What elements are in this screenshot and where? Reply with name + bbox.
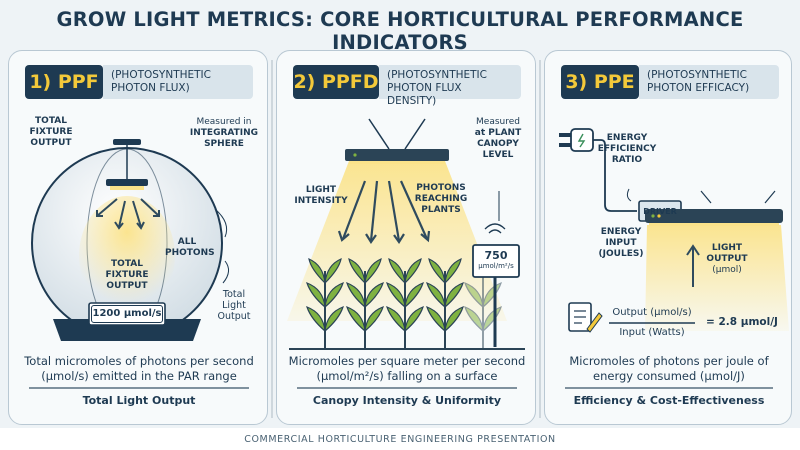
lamp-fixture-icon [106, 179, 148, 190]
document-pencil-icon [568, 302, 603, 333]
ppe-input-label: ENERGY INPUT (JOULES) [598, 227, 644, 259]
ppf-subtitle: (PHOTOSYNTHETIC PHOTON FLUX) [103, 65, 253, 99]
ppf-total-fixture-label: TOTAL FIXTURE OUTPUT [29, 116, 73, 148]
lamp-fixture-icon [645, 209, 783, 226]
sensor-meter-icon [472, 244, 520, 347]
ppe-divider [565, 387, 773, 389]
ppfd-divider [297, 387, 517, 389]
plant-icon [306, 257, 502, 349]
ppe-illustration [559, 128, 789, 333]
panel-divider-2 [539, 60, 541, 418]
ppe-denominator: Input (Watts) [619, 327, 685, 338]
ppfd-illustration [287, 118, 525, 350]
ppe-ratio-label: ENERGY EFFICIENCY RATIO [597, 133, 657, 165]
ppe-description: Micromoles of photons per joule of energ… [569, 354, 769, 383]
ppfd-badge: 2) PPFD [293, 65, 379, 99]
ppfd-description: Micromoles per square meter per second (… [288, 354, 526, 383]
ppfd-subtitle: (PHOTOSYNTHETIC PHOTON FLUX DENSITY) [379, 65, 521, 107]
ppf-badge: 1) PPF [25, 65, 103, 99]
ppe-result: = 2.8 μmol/J [706, 316, 778, 328]
ppfd-measured-label: Measured at PLANT CANOPY LEVEL [474, 117, 522, 160]
ppe-badge: 3) PPE [561, 65, 639, 99]
ppf-divider [29, 387, 249, 389]
power-plug-icon [559, 128, 637, 212]
panel-ppe: 3) PPE (PHOTOSYNTHETIC PHOTON EFFICACY) [544, 50, 792, 425]
integrating-sphere-icon [31, 139, 229, 341]
panel-ppfd: 2) PPFD (PHOTOSYNTHETIC PHOTON FLUX DENS… [276, 50, 536, 425]
ppf-all-photons-label: ALL PHOTONS [165, 237, 215, 258]
ppf-measured-label: Measured in INTEGRATING SPHERE [189, 117, 259, 149]
ppfd-readout: 750 μmol/m²/s [478, 249, 514, 270]
ppe-subtitle: (PHOTOSYNTHETIC PHOTON EFFICACY) [639, 65, 779, 99]
panel-divider-1 [271, 60, 273, 418]
wifi-icon [484, 223, 506, 234]
footer-bar [0, 428, 800, 450]
ppf-readout: 1200 μmol/s [91, 305, 163, 323]
panel-ppf: 1) PPF (PHOTOSYNTHETIC PHOTON FLUX) [8, 50, 268, 425]
ppf-side-label: Total Light Output [217, 289, 251, 322]
footer-text: COMMERCIAL HORTICULTURE ENGINEERING PRES… [244, 434, 556, 445]
ppe-summary: Efficiency & Cost-Effectiveness [573, 394, 765, 407]
ppf-summary: Total Light Output [82, 394, 196, 407]
page-title: GROW LIGHT METRICS: CORE HORTICULTURAL P… [56, 8, 744, 54]
ppe-driver-label: DRIVER [643, 207, 677, 216]
ppf-inner-output-label: TOTAL FIXTURE OUTPUT [105, 259, 149, 291]
ppfd-summary: Canopy Intensity & Uniformity [312, 394, 502, 407]
ppe-numerator: Output (μmol/s) [612, 307, 692, 318]
ppe-output-label: LIGHT OUTPUT (μmol) [706, 243, 748, 275]
ppf-description: Total micromoles of photons per second (… [24, 354, 254, 383]
ppfd-reaching-label: PHOTONS REACHING PLANTS [414, 183, 468, 215]
lamp-fixture-icon [345, 149, 449, 164]
ppfd-intensity-label: LIGHT INTENSITY [294, 185, 348, 206]
